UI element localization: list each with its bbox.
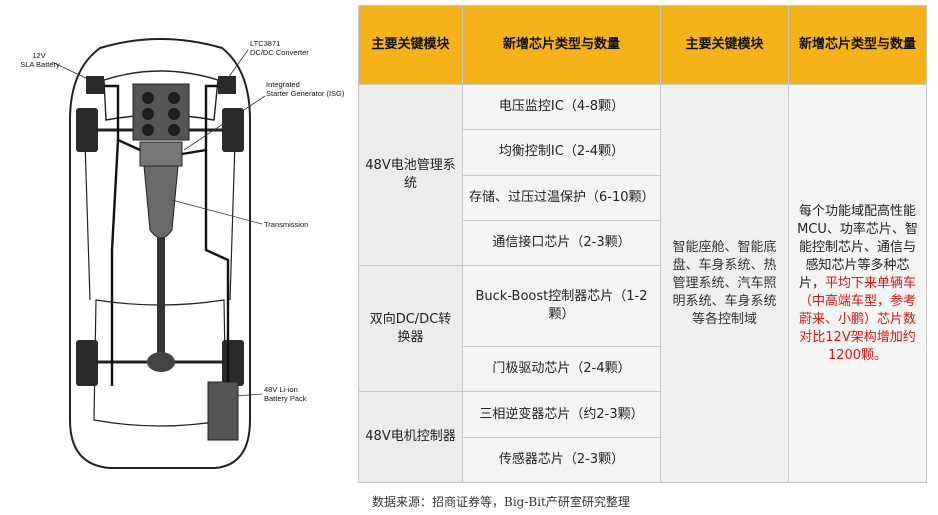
chip-cell: 三相逆变器芯片（约2-3颗） bbox=[462, 391, 661, 438]
battery-12v bbox=[86, 76, 104, 94]
chip-cell: 存储、过压过温保护（6-10颗） bbox=[462, 174, 661, 221]
description-cell: 每个功能域配高性能MCU、功率芯片、智能控制芯片、通信与感知芯片等多种芯片，平均… bbox=[788, 84, 927, 483]
chip-cell: 均衡控制IC（2-4颗） bbox=[462, 129, 661, 176]
table-row: 门极驱动芯片（2-4颗） bbox=[359, 346, 927, 393]
table-row: 双向DC/DC转换器 Buck-Boost控制器芯片（1-2颗） bbox=[358, 265, 927, 393]
vehicle-48v-diagram: 12V SLA Battery LTC3871 DC/DC Converter … bbox=[20, 38, 345, 469]
module-cell-dcdc: 双向DC/DC转换器 bbox=[358, 265, 463, 393]
label-dcdc-converter: LTC3871 DC/DC Converter bbox=[250, 39, 309, 57]
header-chips-1: 新增芯片类型与数量 bbox=[462, 5, 661, 85]
isg-unit bbox=[139, 141, 183, 167]
differential bbox=[147, 352, 175, 372]
chip-cell: 通信接口芯片（2-3颗） bbox=[462, 219, 661, 267]
module-cell-bms: 48V电池管理系统 bbox=[358, 83, 463, 267]
engine-cylinders bbox=[142, 92, 180, 136]
chip-cell: 门极驱动芯片（2-4颗） bbox=[462, 346, 661, 393]
label-12v-battery: 12V SLA Battery bbox=[20, 51, 60, 69]
description-highlight: 平均下来单辆车（中高端车型，参考蔚来、小鹏）芯片数对比12V架构增加约1200颗… bbox=[798, 275, 917, 363]
module-cell-domains: 智能座舱、智能底盘、车身系统、热管理系统、汽车照明系统、车身系统等各控制域 bbox=[660, 84, 789, 483]
header-module-2: 主要关键模块 bbox=[660, 5, 789, 85]
label-48v-battery: 48V Li-ion Battery Pack bbox=[264, 385, 307, 403]
chip-spec-table: 主要关键模块 新增芯片类型与数量 主要关键模块 新增芯片类型与数量 48V电池管… bbox=[358, 5, 927, 484]
battery-48v-pack bbox=[207, 381, 239, 441]
module-cell-motor: 48V电机控制器 bbox=[358, 391, 463, 483]
header-chips-2: 新增芯片类型与数量 bbox=[788, 5, 927, 85]
chip-cell: Buck-Boost控制器芯片（1-2颗） bbox=[462, 265, 661, 348]
chip-cell: 传感器芯片（2-3颗） bbox=[462, 436, 661, 484]
table-header-row: 主要关键模块 新增芯片类型与数量 主要关键模块 新增芯片类型与数量 bbox=[358, 5, 927, 85]
source-note: 数据来源：招商证券等，Big-Bit产研室研究整理 bbox=[372, 495, 630, 509]
table-row: 均衡控制IC（2-4颗） bbox=[359, 129, 927, 176]
table-row: 传感器芯片（2-3颗） bbox=[359, 436, 927, 484]
description-text: 每个功能域配高性能MCU、功率芯片、智能控制芯片、通信与感知芯片等多种芯片， bbox=[797, 203, 918, 291]
label-transmission: Transmission bbox=[264, 220, 308, 229]
table-row: 48V电池管理系统 电压监控IC（4-8颗） 智能座舱、智能底盘、车身系统、热管… bbox=[358, 83, 927, 483]
dcdc-converter bbox=[218, 76, 236, 94]
table-row: 存储、过压过温保护（6-10颗） bbox=[359, 174, 927, 221]
transmission-housing bbox=[143, 165, 179, 239]
leader-lines bbox=[51, 49, 266, 397]
header-module-1: 主要关键模块 bbox=[358, 5, 463, 85]
table-row: 通信接口芯片（2-3颗） bbox=[359, 219, 927, 267]
label-isg: Integrated Starter Generator (ISG) bbox=[266, 80, 345, 98]
engine-block bbox=[132, 83, 190, 141]
drive-shaft bbox=[157, 238, 165, 354]
cables bbox=[104, 84, 230, 386]
chip-cell: 电压监控IC（4-8颗） bbox=[462, 83, 661, 131]
